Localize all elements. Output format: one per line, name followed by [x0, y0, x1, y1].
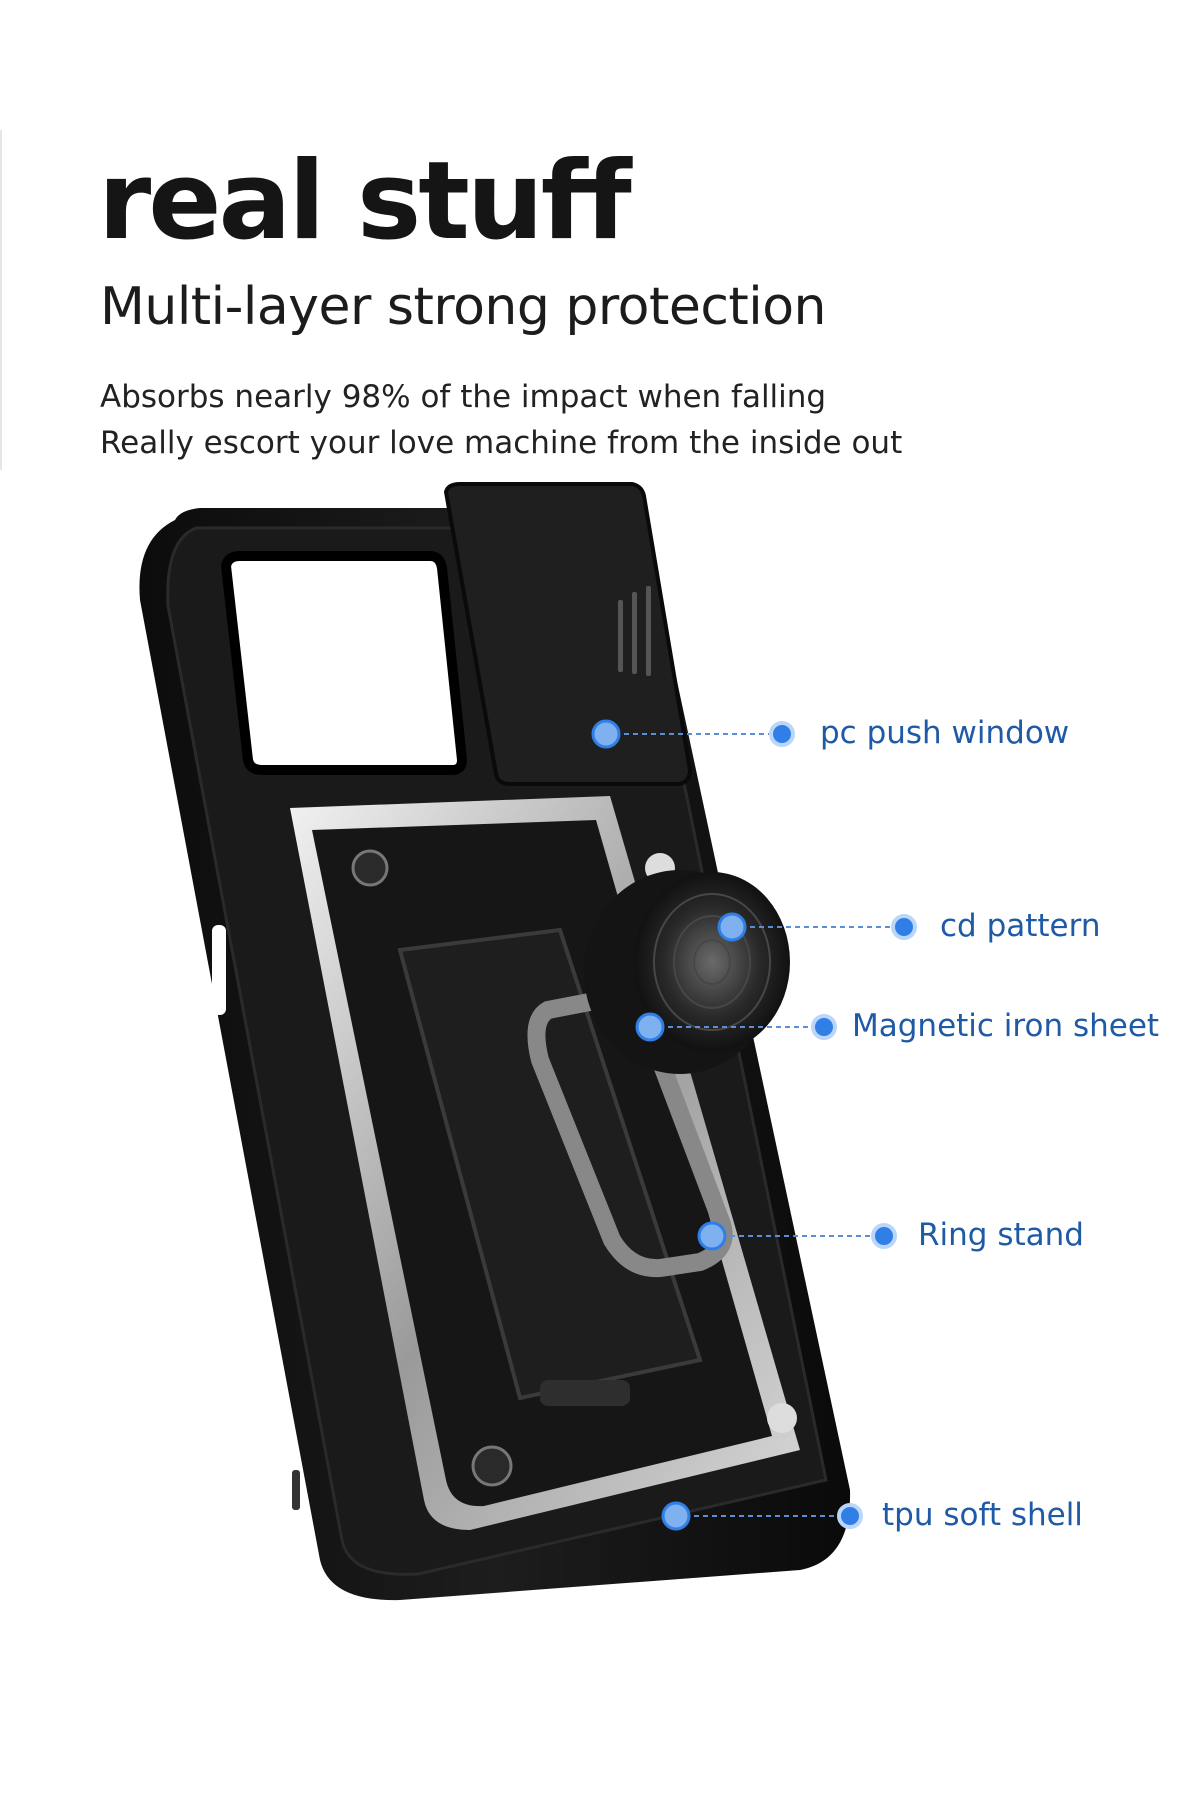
page-title: real stuff — [98, 139, 632, 264]
callout-tpu-soft-shell: tpu soft shell — [882, 1497, 1083, 1533]
callout-target-dots — [769, 721, 917, 1529]
description-line-1: Absorbs nearly 98% of the impact when fa… — [100, 379, 827, 415]
pc-push-window — [443, 482, 693, 786]
description-line-2: Really escort your love machine from the… — [100, 425, 903, 461]
cd-pattern-disc — [584, 870, 790, 1074]
side-button — [212, 925, 226, 1015]
armor-plate — [290, 796, 800, 1530]
description: Absorbs nearly 98% of the impact when fa… — [100, 374, 902, 466]
callout-magnetic-iron-sheet: Magnetic iron sheet — [852, 1008, 1160, 1044]
callout-connectors — [606, 733, 904, 1517]
callout-ring-stand: Ring stand — [918, 1217, 1084, 1253]
camera-cutout — [220, 551, 468, 775]
callout-cd-pattern: cd pattern — [940, 908, 1101, 944]
callout-pc-push-window: pc push window — [820, 715, 1070, 751]
page-subtitle: Multi-layer strong protection — [100, 277, 827, 337]
callout-source-dots — [591, 719, 747, 1531]
edge-divider — [0, 130, 2, 470]
